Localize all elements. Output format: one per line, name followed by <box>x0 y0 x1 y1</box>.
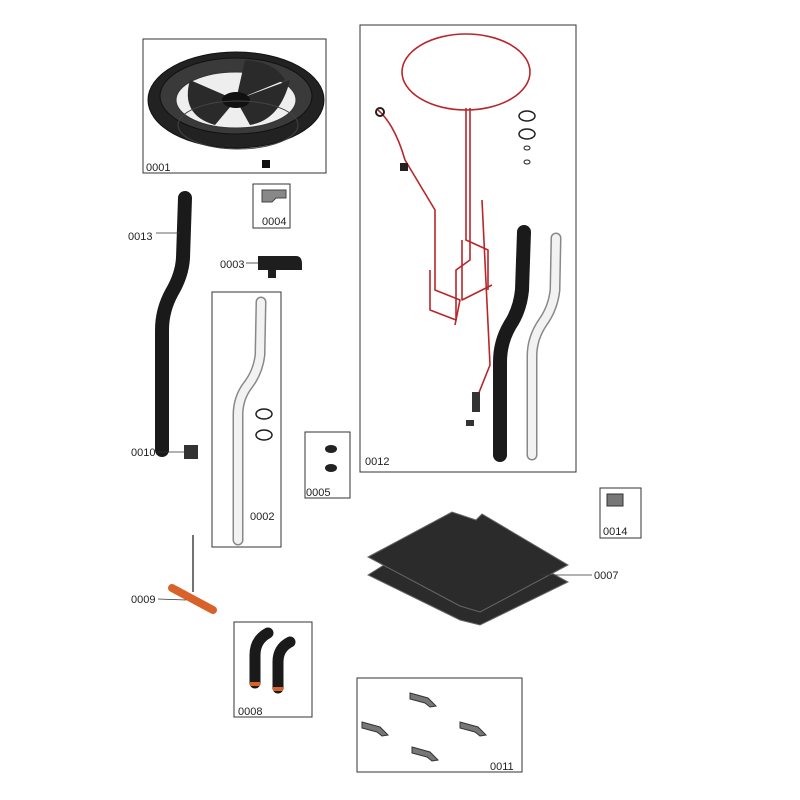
part-0008[interactable]: 0008 <box>233 621 313 718</box>
part-box <box>599 487 642 539</box>
part-label: 0003 <box>220 259 244 271</box>
part-0005[interactable]: 0005 <box>304 431 351 499</box>
part-0004[interactable]: 0004 <box>252 183 291 229</box>
clamp-illustration <box>361 692 488 762</box>
part-label: 0004 <box>262 216 286 228</box>
part-0011[interactable]: 0011 <box>356 677 523 773</box>
part-0013[interactable]: 0013 <box>128 191 192 457</box>
mat-illustration <box>366 511 570 626</box>
fan-illustration <box>147 51 325 168</box>
rod-illustration <box>168 584 217 614</box>
part-label: 0011 <box>490 761 514 773</box>
wire-kit-illustration <box>375 33 562 462</box>
part-label: 0005 <box>306 487 330 499</box>
part-0003[interactable]: 0003 <box>220 256 302 278</box>
part-label: 0001 <box>146 162 170 174</box>
part-0009[interactable]: 0009 <box>131 535 217 614</box>
part-label: 0012 <box>365 456 389 468</box>
part-0010[interactable]: 0005 0010 <box>131 445 198 459</box>
clip-illustration <box>261 189 287 203</box>
part-box <box>356 677 523 773</box>
elbow-illustration <box>249 627 274 689</box>
elbow-end <box>273 687 283 691</box>
part-label: 0007 <box>594 570 618 582</box>
part-0001[interactable]: 0001 <box>142 38 327 174</box>
holder-illustration <box>606 493 624 507</box>
part-0002[interactable]: 0002 <box>211 291 282 548</box>
part-label: 0008 <box>238 706 262 718</box>
part-0012[interactable]: 0012 <box>359 24 577 473</box>
part-label: 0013 <box>128 231 152 243</box>
part-box <box>359 24 577 473</box>
grommet-illustration <box>325 464 337 472</box>
bracket-illustration <box>258 256 302 270</box>
part-label: 0014 <box>603 526 627 538</box>
part-box <box>233 621 313 718</box>
elbow-end <box>250 682 260 686</box>
part-0014[interactable]: 0014 <box>599 487 642 539</box>
part-box <box>211 291 282 548</box>
part-box <box>142 38 327 174</box>
part-label: 0009 <box>131 594 155 606</box>
part-label: 0002 <box>250 511 274 523</box>
leader-line <box>157 598 187 601</box>
white-pipe-illustration <box>232 296 273 546</box>
bracket-peg <box>268 270 276 278</box>
part-label: 0010 <box>131 447 155 459</box>
elbow-illustration <box>272 636 296 694</box>
connector-illustration <box>184 445 198 459</box>
part-0007[interactable]: 0007 <box>366 511 618 626</box>
black-pipe-illustration <box>155 191 192 457</box>
part-box <box>252 183 291 229</box>
grommet-illustration <box>325 445 337 453</box>
part-box <box>304 431 351 499</box>
